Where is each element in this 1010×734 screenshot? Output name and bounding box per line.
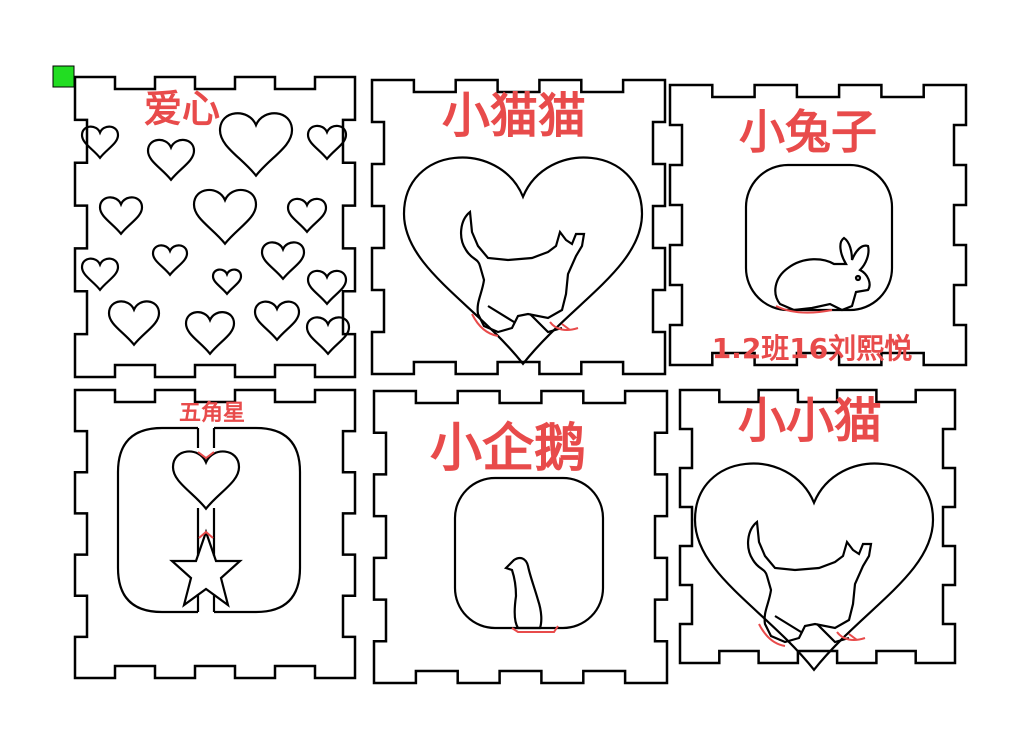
panel-hearts[interactable]: 爱心 <box>73 75 357 379</box>
panel-label: 小猫猫 <box>442 88 586 144</box>
rabbit-silhouette <box>774 236 871 314</box>
panel-sublabel: 1.2班16刘熙悦 <box>712 332 913 365</box>
panel-label: 小兔子 <box>739 105 877 159</box>
heart-window <box>402 156 644 366</box>
panel-outline <box>668 83 968 367</box>
heart-shape <box>286 197 328 234</box>
panel-outline <box>73 388 357 680</box>
cat-silhouette <box>460 209 586 337</box>
panel-label: 小企鹅 <box>430 419 586 479</box>
split-window-left <box>116 426 198 614</box>
heart-shape <box>306 124 348 161</box>
heart-shape <box>305 316 351 356</box>
heart-cutout <box>171 450 241 511</box>
panel-outline <box>372 389 669 685</box>
heart-shape <box>192 188 258 246</box>
origin-marker[interactable] <box>52 65 75 88</box>
penguin-window <box>453 476 605 630</box>
hearts-pattern <box>80 112 351 356</box>
rabbit-window <box>744 163 894 312</box>
heart-shape <box>80 125 120 160</box>
heart-shape <box>253 300 301 342</box>
panel-kitten[interactable]: 小小猫 <box>678 388 957 672</box>
heart-shape <box>211 268 243 296</box>
panel-label: 小小猫 <box>738 393 882 449</box>
cat-silhouette <box>747 519 873 647</box>
heart-window <box>693 462 935 672</box>
panel-label: 五角星 <box>179 400 245 426</box>
panel-outline <box>73 75 357 379</box>
split-window-right <box>214 426 302 614</box>
penguin-silhouette <box>503 556 559 633</box>
panel-star[interactable]: 五角星 <box>73 388 357 680</box>
panel-penguin[interactable]: 小企鹅 <box>372 389 669 685</box>
heart-shape <box>184 311 236 356</box>
panel-label: 爱心 <box>144 87 220 131</box>
heart-shape <box>107 300 161 347</box>
heart-shape <box>146 138 196 182</box>
heart-shape <box>80 257 120 292</box>
panel-outline <box>678 388 957 665</box>
heart-shape <box>98 196 144 236</box>
panel-rabbit[interactable]: 小兔子 1.2班16刘熙悦 <box>668 83 968 367</box>
panel-cat[interactable]: 小猫猫 <box>370 78 667 376</box>
heart-shape <box>306 269 348 306</box>
heart-shape <box>151 244 189 277</box>
panel-outline <box>370 78 667 376</box>
star-shape <box>169 528 243 608</box>
heart-shape <box>260 241 306 281</box>
heart-shape <box>218 112 294 178</box>
